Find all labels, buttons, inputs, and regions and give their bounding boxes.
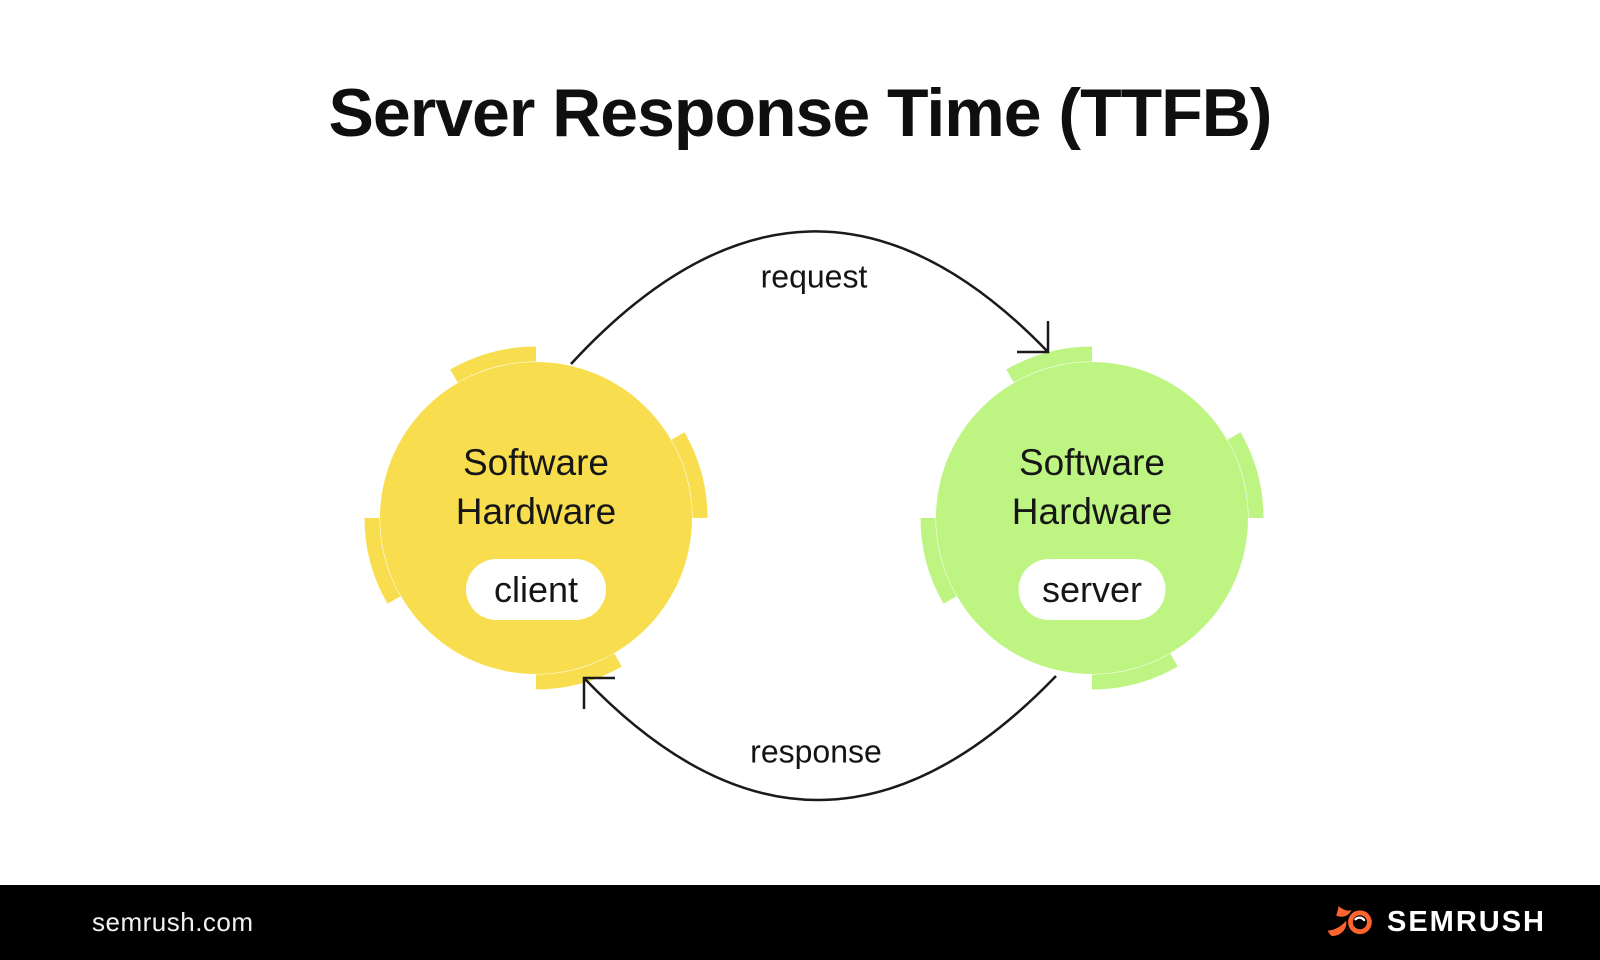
- semrush-comet-icon: [1327, 905, 1372, 936]
- request-label: request: [760, 258, 868, 295]
- page-title: Server Response Time (TTFB): [328, 75, 1273, 151]
- client-line-hardware: Hardware: [455, 491, 617, 532]
- brand-lockup: SEMRUSH: [1327, 903, 1546, 943]
- site-url: semrush.com: [92, 907, 254, 937]
- client-line-software: Software: [462, 442, 609, 483]
- server-badge: server: [1018, 559, 1166, 620]
- response-label: response: [750, 733, 882, 770]
- server-line-hardware: Hardware: [1011, 491, 1173, 532]
- footer-bar: semrush.com SEMRUSH: [0, 885, 1600, 960]
- server-line-software: Software: [1018, 442, 1165, 483]
- request-arrowhead-icon: [1017, 321, 1050, 354]
- response-arrow: [582, 675, 1057, 802]
- server-badge-label: server: [1041, 568, 1143, 610]
- brand-wordmark: SEMRUSH: [1386, 906, 1546, 938]
- server-circle-shape: [920, 346, 1264, 690]
- request-arrow: [570, 230, 1050, 365]
- client-node-labels: Software Hardware: [456, 438, 616, 536]
- server-node-labels: Software Hardware: [1012, 438, 1172, 536]
- response-arrowhead-icon: [582, 676, 615, 709]
- client-badge: client: [466, 559, 606, 620]
- client-badge-label: client: [493, 568, 579, 610]
- client-circle-shape: [364, 346, 708, 690]
